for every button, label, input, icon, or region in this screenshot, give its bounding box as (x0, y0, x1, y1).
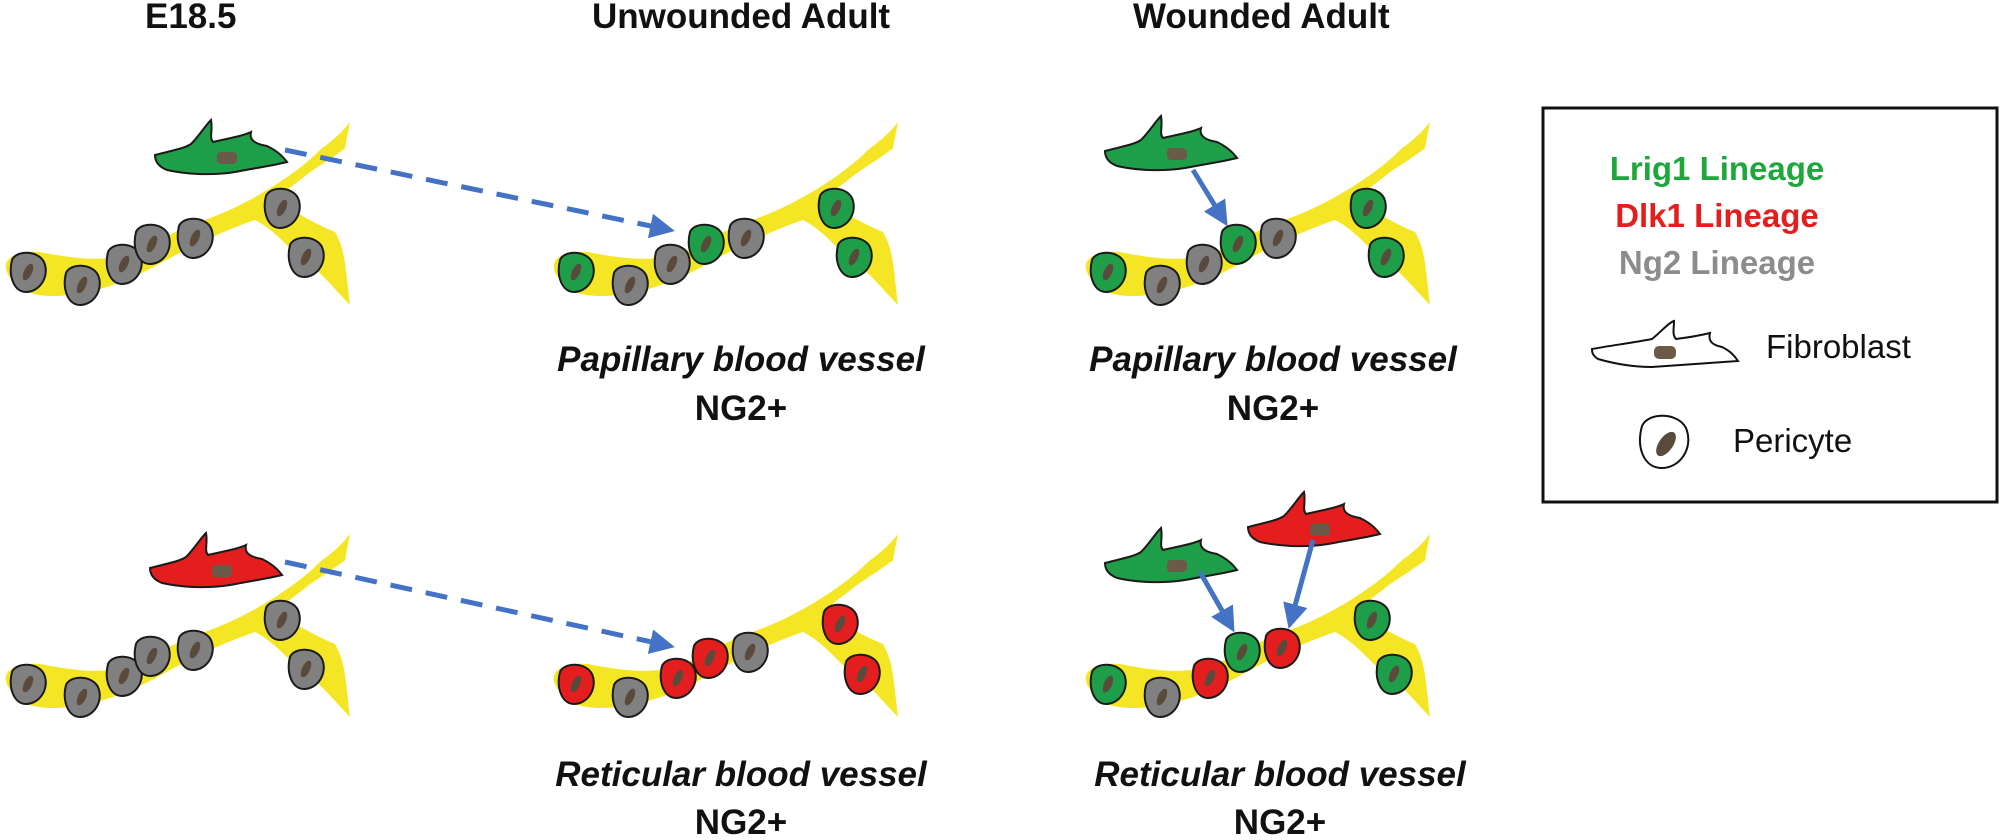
pericyte-icon (1639, 414, 1690, 470)
pericyte-ng2 (611, 676, 649, 718)
vessel-label-reticular-wounded: Reticular blood vessel (1094, 755, 1467, 794)
pericyte-ng2 (1143, 676, 1181, 718)
lineage-arrow (1197, 570, 1235, 633)
pericyte-dlk1 (557, 663, 595, 705)
pericyte-lrig1 (1219, 223, 1257, 265)
pericyte-ng2 (731, 631, 769, 673)
legend: Lrig1 Lineage Dlk1 Lineage Ng2 Lineage F… (1541, 106, 1999, 504)
column-title-wounded: Wounded Adult (1133, 0, 1390, 36)
pericyte-lrig1 (817, 187, 855, 229)
pericyte-lrig1 (1223, 631, 1261, 673)
fibroblast-lrig1 (1104, 115, 1238, 172)
pericyte-lrig1 (557, 251, 595, 293)
pericyte-ng2 (287, 648, 325, 690)
pericyte-lrig1 (1367, 236, 1405, 278)
pericyte-dlk1 (1191, 657, 1229, 699)
pericyte-ng2 (133, 223, 171, 265)
pericyte-ng2 (63, 264, 101, 306)
pericyte-dlk1 (659, 657, 697, 699)
marker-label-papillary-unwounded: NG2+ (695, 389, 787, 428)
pericyte-ng2 (176, 217, 214, 259)
pericyte-dlk1 (821, 603, 859, 645)
column-title-unwounded: Unwounded Adult (592, 0, 890, 36)
pericyte-lrig1 (1375, 653, 1413, 695)
legend-lrig1-label: Lrig1 Lineage (1610, 150, 1825, 187)
fibroblast-dlk1 (1247, 491, 1381, 548)
fibroblast-lrig1 (1104, 527, 1238, 584)
pericyte-ng2 (1143, 264, 1181, 306)
pericyte-ng2 (727, 217, 765, 259)
pericyte-ng2 (263, 599, 301, 641)
pericyte-dlk1 (843, 653, 881, 695)
pericyte-ng2 (1185, 243, 1223, 285)
lineage-arrow-dashed (284, 559, 675, 654)
vessel-label-reticular-unwounded: Reticular blood vessel (555, 755, 928, 794)
vessel-unwounded-top (553, 122, 898, 306)
pericyte-ng2 (653, 243, 691, 285)
vessel-label-papillary-wounded: Papillary blood vessel (1089, 340, 1458, 379)
lineage-arrow-dashed (284, 147, 675, 239)
pericyte-ng2 (1259, 217, 1297, 259)
legend-ng2-label: Ng2 Lineage (1619, 244, 1815, 281)
pericyte-ng2 (9, 251, 47, 293)
pericyte-dlk1 (1263, 627, 1301, 669)
pericyte-ng2 (63, 676, 101, 718)
pericyte-ng2 (611, 264, 649, 306)
column-title-embryo: E18.5 (145, 0, 236, 36)
lineage-arrow (1190, 168, 1228, 227)
marker-label-reticular-wounded: NG2+ (1234, 803, 1326, 840)
pericyte-ng2 (263, 187, 301, 229)
pericyte-lrig1 (1353, 599, 1391, 641)
vessel-unwounded-bottom (553, 534, 898, 718)
pericyte-lrig1 (1089, 663, 1127, 705)
pericyte-ng2 (133, 635, 171, 677)
pericyte-ng2 (287, 236, 325, 278)
legend-pericyte-label: Pericyte (1733, 422, 1852, 459)
legend-box (1541, 106, 1999, 504)
marker-label-papillary-wounded: NG2+ (1227, 389, 1319, 428)
fibroblast-lrig1 (154, 119, 288, 176)
legend-fibroblast-label: Fibroblast (1766, 328, 1911, 365)
pericyte-lrig1 (687, 223, 725, 265)
fibroblast-icon (1590, 319, 1740, 369)
pericyte-lrig1 (835, 236, 873, 278)
lineage-arrow (1283, 539, 1316, 629)
legend-dlk1-label: Dlk1 Lineage (1615, 197, 1819, 234)
marker-label-reticular-unwounded: NG2+ (695, 803, 787, 840)
fibroblast-dlk1 (149, 532, 283, 589)
pericyte-lrig1 (1349, 187, 1387, 229)
pericyte-ng2 (176, 629, 214, 671)
vessel-label-papillary-unwounded: Papillary blood vessel (557, 340, 926, 379)
pericyte-ng2 (9, 663, 47, 705)
pericyte-dlk1 (691, 637, 729, 679)
pericyte-lrig1 (1089, 251, 1127, 293)
